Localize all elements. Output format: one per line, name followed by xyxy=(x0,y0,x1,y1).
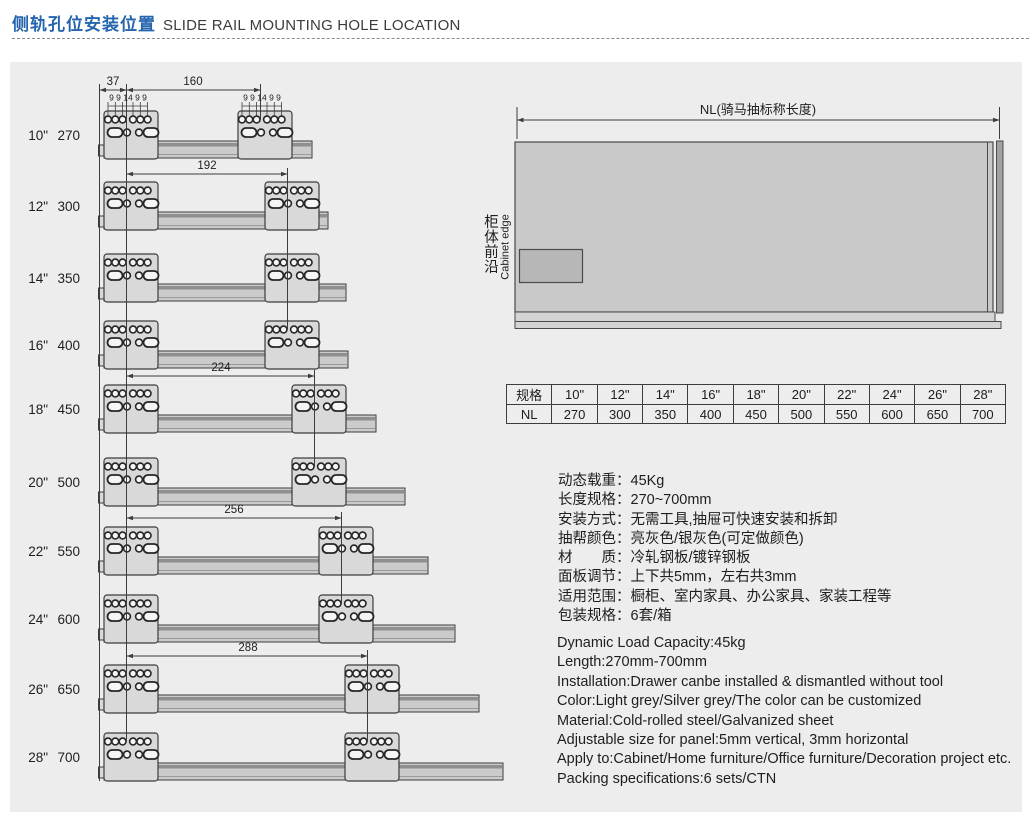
table-cell: 650 xyxy=(914,404,961,424)
spec-line-zh: 长度规格：270~700mm xyxy=(558,492,712,509)
spec-line-en: Packing specifications:6 sets/CTN xyxy=(557,770,777,787)
spec-line-en: Adjustable size for panel:5mm vertical, … xyxy=(557,732,909,749)
spec-line-en: Apply to:Cabinet/Home furniture/Office f… xyxy=(557,751,1012,768)
table-cell: 24" xyxy=(868,384,916,405)
table-cell: 26" xyxy=(914,384,961,405)
spec-line-zh: 包装规格：6套/箱 xyxy=(558,608,672,625)
spec-line-zh: 适用范围：橱柜、室内家具、办公家具、家装工程等 xyxy=(558,588,892,605)
table-cell: 12" xyxy=(596,384,644,405)
table-cell: 300 xyxy=(596,404,644,424)
page-header: 侧轨孔位安装位置 SLIDE RAIL MOUNTING HOLE LOCATIO… xyxy=(12,10,460,35)
table-cell: 14" xyxy=(642,384,689,405)
table-cell: 16" xyxy=(687,384,734,405)
table-cell: NL xyxy=(505,404,553,424)
table-cell: 10" xyxy=(551,384,598,405)
specs-chinese: 动态载重：45Kg 长度规格：270~700mm 安装方式：无需工具,抽屉可快速安装… xyxy=(558,472,892,626)
spec-line-en: Length:270mm-700mm xyxy=(557,654,707,671)
table-cell: 550 xyxy=(823,404,870,424)
table-cell: 500 xyxy=(778,404,825,424)
spec-line-zh: 动态载重：45Kg xyxy=(558,473,665,489)
table-cell: 18" xyxy=(732,384,780,405)
table-cell: 350 xyxy=(642,404,689,424)
spec-line-zh: 安装方式：无需工具,抽屉可快速安装和拆卸 xyxy=(558,511,838,528)
page-title-zh: 侧轨孔位安装位置 xyxy=(12,15,156,34)
spec-line-en: Dynamic Load Capacity:45kg xyxy=(557,635,746,651)
table-cell: 270 xyxy=(551,404,598,424)
table-cell: 规格 xyxy=(505,384,553,405)
table-cell: 28" xyxy=(959,384,1007,405)
spec-line-zh: 材 质：冷轧钢板/镀锌钢板 xyxy=(558,550,751,567)
table-cell: 600 xyxy=(868,404,916,424)
spec-line-zh: 抽帮颜色：亮灰色/银灰色(可定做颜色) xyxy=(558,530,804,547)
spec-line-zh: 面板调节：上下共5mm，左右共3mm xyxy=(558,569,797,586)
table-cell: 700 xyxy=(959,404,1007,424)
spec-line-en: Material:Cold-rolled steel/Galvanized sh… xyxy=(557,712,834,729)
table-cell: 450 xyxy=(732,404,780,424)
spec-line-en: Installation:Drawer canbe installed & di… xyxy=(557,673,944,690)
dashed-divider xyxy=(12,38,1029,39)
spec-line-en: Color:Light grey/Silver grey/The color c… xyxy=(557,693,922,710)
table-cell: 20" xyxy=(778,384,825,405)
table-cell: 400 xyxy=(687,404,734,424)
table-cell: 22" xyxy=(823,384,870,405)
page-title-en: SLIDE RAIL MOUNTING HOLE LOCATION xyxy=(163,17,461,34)
